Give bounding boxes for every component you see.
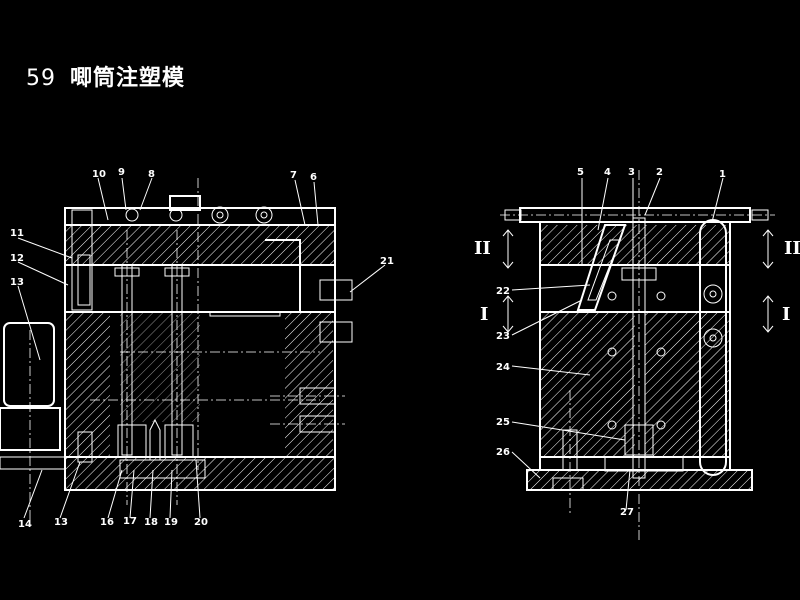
part-label-11: 11 bbox=[10, 228, 24, 239]
part-label-10: 10 bbox=[92, 169, 106, 180]
part-label-13-top: 13 bbox=[10, 277, 24, 288]
top-plate-hatch bbox=[540, 225, 730, 265]
part-label-8: 8 bbox=[148, 169, 155, 180]
part-label-4: 4 bbox=[604, 167, 611, 178]
right-section-view: II I II I 5 4 3 2 1 22 23 24 25 26 27 bbox=[474, 167, 800, 540]
part-label-7: 7 bbox=[290, 170, 297, 181]
angled-slide bbox=[576, 224, 627, 311]
section-mark-I-left: I bbox=[480, 304, 488, 325]
core-hatch bbox=[120, 312, 200, 422]
part-label-9: 9 bbox=[118, 167, 125, 178]
part-label-1: 1 bbox=[719, 169, 726, 180]
left-cavity-hatch bbox=[65, 312, 110, 457]
part-label-17: 17 bbox=[123, 516, 137, 527]
part-label-22: 22 bbox=[496, 286, 510, 297]
part-label-2: 2 bbox=[656, 167, 663, 178]
part-label-20: 20 bbox=[194, 517, 208, 528]
drawing-name: 唧筒注塑模 bbox=[70, 66, 186, 91]
part-label-14: 14 bbox=[18, 519, 32, 530]
part-label-5: 5 bbox=[577, 167, 584, 178]
section-mark-II-right: II bbox=[784, 238, 800, 259]
drawing-number: 59 bbox=[26, 66, 56, 91]
base-plate-hatch bbox=[65, 457, 335, 490]
part-label-24: 24 bbox=[496, 362, 510, 373]
part-label-26: 26 bbox=[496, 447, 510, 458]
guide-pillar bbox=[71, 209, 93, 311]
drawing-title: 59 唧筒注塑模 bbox=[26, 60, 185, 92]
part-label-27: 27 bbox=[620, 507, 634, 518]
part-label-25: 25 bbox=[496, 417, 510, 428]
hydraulic-cylinder bbox=[3, 322, 55, 407]
section-mark-I-right: I bbox=[782, 304, 790, 325]
part-label-13-bottom: 13 bbox=[54, 517, 68, 528]
part-label-12: 12 bbox=[10, 253, 24, 264]
part-label-23: 23 bbox=[496, 331, 510, 342]
part-label-6: 6 bbox=[310, 172, 317, 183]
part-label-21: 21 bbox=[380, 256, 394, 267]
rack bbox=[0, 456, 66, 470]
part-label-19: 19 bbox=[164, 517, 178, 528]
clamp-plate-hatch bbox=[65, 225, 335, 265]
right-half-hatch bbox=[645, 312, 730, 457]
sprue-bushing bbox=[169, 195, 201, 211]
section-mark-II-left: II bbox=[474, 238, 491, 259]
part-label-16: 16 bbox=[100, 517, 114, 528]
left-half-hatch bbox=[540, 312, 635, 457]
left-assembly-view: 10 9 8 7 6 11 12 13 21 14 13 16 17 18 19… bbox=[0, 167, 394, 530]
part-label-18: 18 bbox=[144, 517, 158, 528]
right-cavity-hatch bbox=[285, 312, 333, 457]
part-label-3: 3 bbox=[628, 167, 635, 178]
